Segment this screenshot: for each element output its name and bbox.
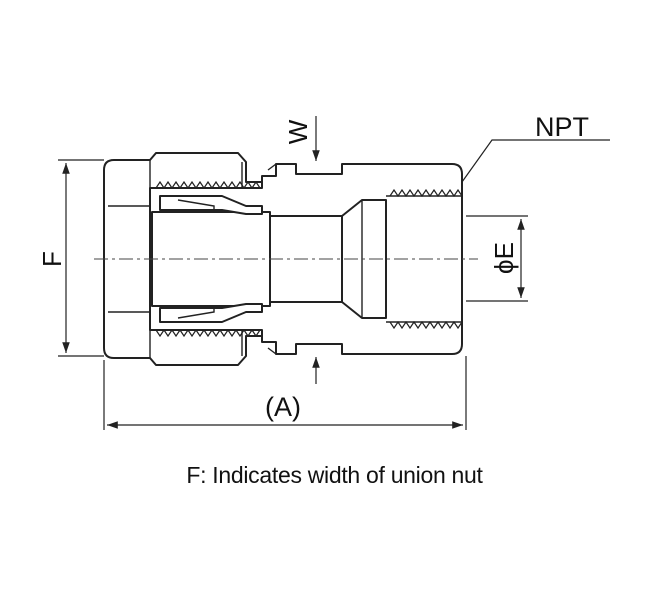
e-label: ϕE [489,242,519,274]
back-ferrule [177,199,215,319]
dimension-e [466,215,528,302]
nut-bore [108,205,150,313]
hex-step [262,163,277,355]
nut-thread-upper [155,180,261,190]
dimension-f [58,159,104,357]
npt-thread-upper [386,188,463,198]
w-label: W [283,119,313,144]
npt-leader [461,139,610,183]
a-label: (A) [265,392,301,422]
nut-thread-lower [155,328,261,338]
npt-label: NPT [535,112,589,142]
dimension-a [103,356,467,430]
caption-note: F: Indicates width of union nut [186,462,483,488]
npt-thread-lower [386,320,463,330]
f-label: F [37,251,67,267]
